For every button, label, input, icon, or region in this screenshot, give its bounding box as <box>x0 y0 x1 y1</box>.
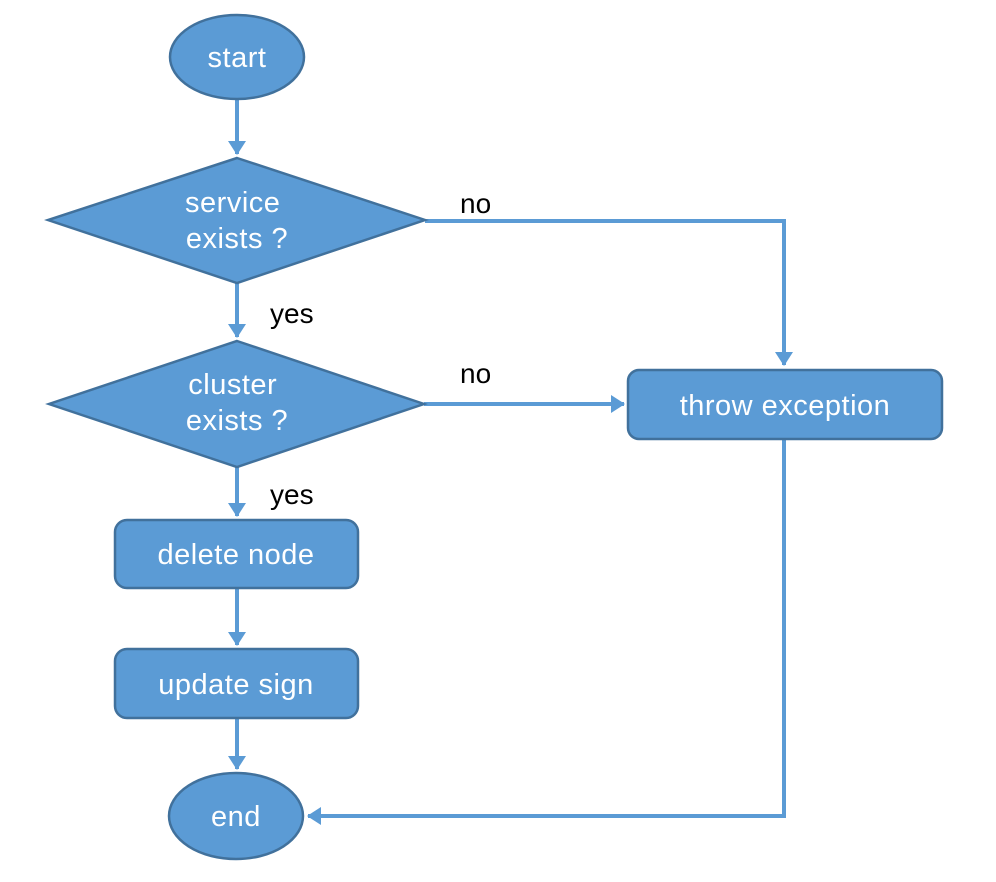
arrow-throw-exception-to-end <box>307 439 786 825</box>
start-label: start <box>208 42 267 74</box>
node-decision-service-exists: service exists ? <box>44 156 429 285</box>
connectors <box>228 99 793 825</box>
cluster-exists-label: cluster exists ? <box>186 369 288 437</box>
delete-node-label: delete node <box>157 539 314 571</box>
edge-label-service-yes: yes <box>270 298 314 329</box>
node-update-sign: update sign <box>113 647 360 720</box>
cluster-exists-diamond <box>45 339 428 469</box>
edge-labels: no yes no yes <box>270 188 491 510</box>
end-label: end <box>211 801 261 833</box>
arrow-service-no-to-throw-exception <box>425 219 793 366</box>
throw-exception-label: throw exception <box>680 390 891 422</box>
throw-exception-rect <box>626 368 944 441</box>
start-ellipse <box>168 13 306 101</box>
update-sign-rect <box>113 647 360 720</box>
end-ellipse <box>167 771 305 861</box>
update-sign-label: update sign <box>158 669 313 701</box>
node-end: end <box>167 771 305 861</box>
edge-label-service-no: no <box>460 188 491 219</box>
edge-label-cluster-yes: yes <box>270 479 314 510</box>
delete-node-rect <box>113 518 360 590</box>
edge-label-cluster-no: no <box>460 358 491 389</box>
service-exists-label: service exists ? <box>185 187 289 255</box>
node-delete-node: delete node <box>113 518 360 590</box>
service-exists-diamond <box>44 156 429 285</box>
node-decision-cluster-exists: cluster exists ? <box>45 339 428 469</box>
node-throw-exception: throw exception <box>626 368 944 441</box>
node-start: start <box>168 13 306 101</box>
